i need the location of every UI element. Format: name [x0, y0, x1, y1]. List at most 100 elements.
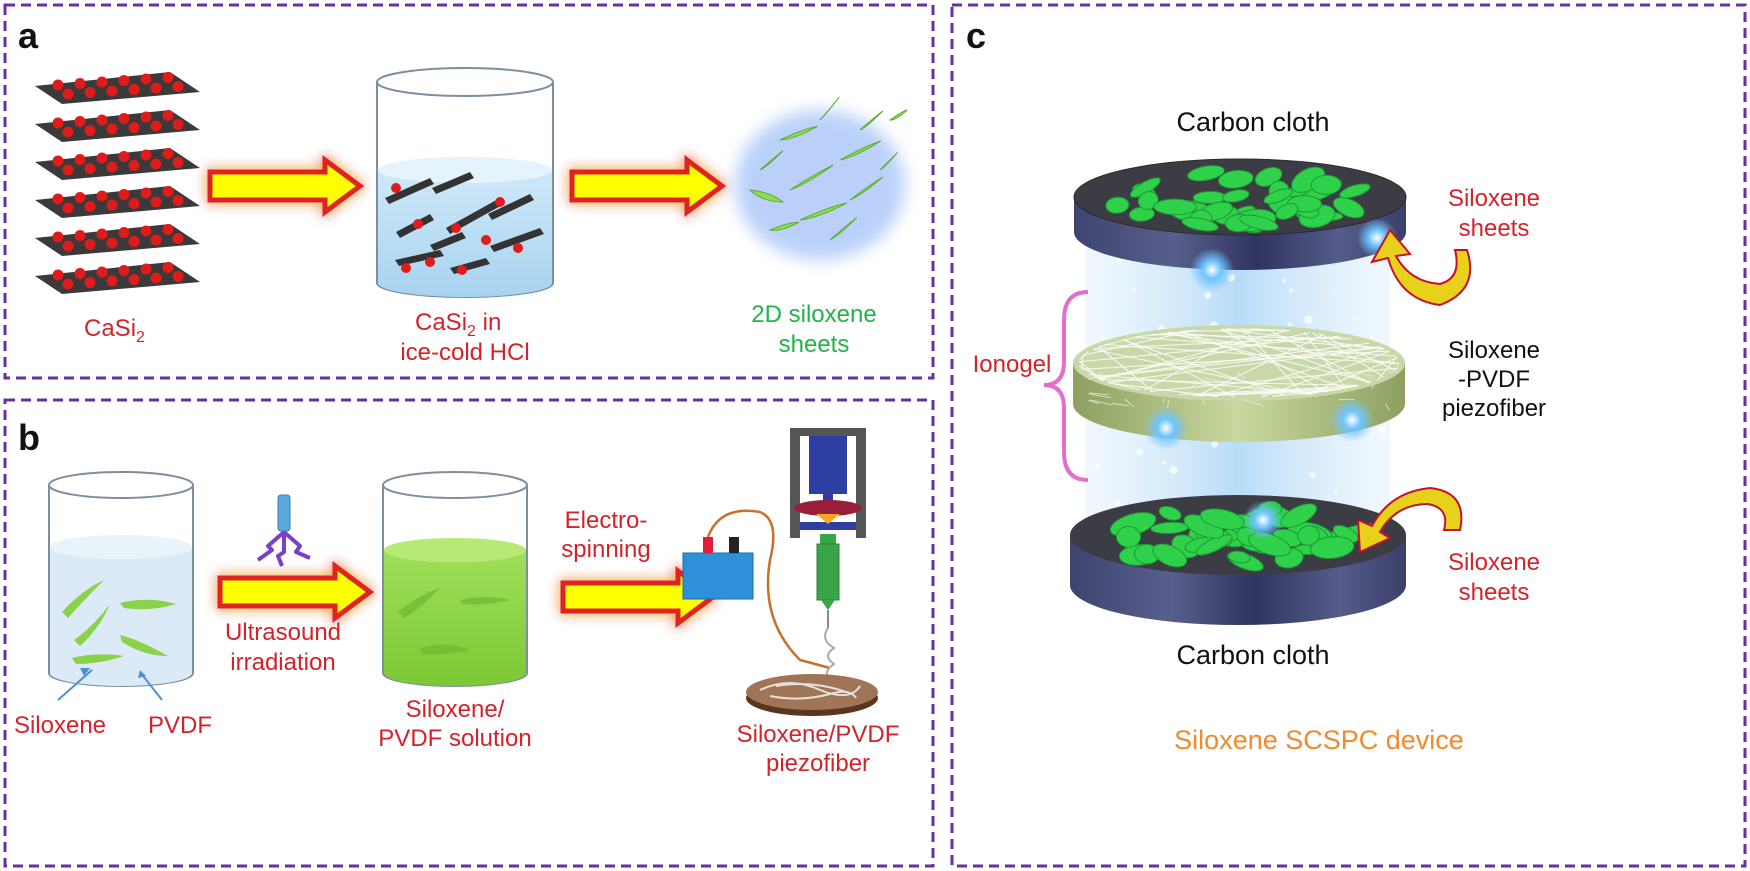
- silicon-sheet: [395, 250, 444, 266]
- spark: [1330, 398, 1374, 442]
- calcium-atom: [62, 202, 74, 214]
- piezofiber-strand: [1388, 371, 1395, 373]
- ultrasound-label-line2: irradiation: [230, 649, 335, 676]
- piezofiber-strand: [1162, 397, 1165, 404]
- siloxene-sheet: [1152, 543, 1188, 568]
- calcium-atom: [128, 122, 140, 133]
- siloxene-sheet: [888, 109, 908, 121]
- piezofiber-strand: [1221, 374, 1224, 379]
- arrow-a1: [210, 160, 360, 212]
- calcium-atom: [128, 236, 140, 247]
- piezofiber-strand: [1141, 377, 1144, 385]
- piezofiber-strand: [1098, 335, 1139, 348]
- siloxene-sheet: [1181, 217, 1219, 232]
- siloxene-sheet: [1137, 191, 1159, 210]
- pvdf-label: PVDF: [148, 712, 212, 739]
- ionogel-bubble: [1114, 500, 1122, 507]
- ionogel-bubble: [1282, 278, 1287, 283]
- siloxene-sheet: [1310, 536, 1355, 559]
- ionogel-bubble: [1099, 334, 1105, 340]
- calcium-atom: [118, 265, 130, 276]
- calcium-atom: [172, 233, 184, 244]
- siloxene-label: Siloxene: [14, 712, 106, 739]
- calcium-atom: [106, 237, 118, 249]
- calcium-atom: [172, 119, 184, 130]
- calcium-atom: [96, 152, 108, 164]
- calcium-atom: [162, 186, 174, 197]
- calcium-atom: [150, 196, 162, 208]
- piezofiber-label-line1: Siloxene/PVDF: [737, 721, 900, 748]
- ionogel-bubble: [1287, 322, 1292, 327]
- calcium-atom: [140, 187, 152, 199]
- top-carbon-cloth-label: Carbon cloth: [1176, 107, 1329, 137]
- siloxene-sheet: [1105, 196, 1130, 214]
- siloxene-sheet: [879, 151, 899, 171]
- siloxene-sheet: [1297, 525, 1320, 546]
- beaker-siloxene-pvdf: [48, 471, 194, 701]
- calcium-atom: [74, 192, 86, 203]
- calcium-atom: [140, 149, 152, 161]
- arrow-a2: [572, 160, 722, 212]
- piezofiber-strand: [1097, 331, 1311, 380]
- siloxene-sheet: [748, 189, 785, 203]
- siloxene-sheet: [1217, 169, 1254, 189]
- siloxene-sheet: [779, 125, 818, 141]
- calcium-atom: [106, 123, 118, 135]
- calcium-atom: [84, 163, 96, 174]
- siloxene-sheet: [789, 164, 834, 191]
- siloxene-sheet: [1275, 203, 1299, 220]
- panel-b-letter: b: [18, 417, 40, 458]
- ultrasound-label-line1: Ultrasound: [225, 619, 341, 646]
- piezofiber-strand: [1112, 402, 1130, 407]
- calcium-atom: [74, 230, 86, 241]
- siloxene-sheet: [1239, 214, 1279, 231]
- siloxene-sheet: [1227, 550, 1251, 564]
- siloxene-sheets-cluster: [735, 96, 908, 260]
- calcium-atom: [128, 198, 140, 209]
- piezofiber-strand: [1222, 328, 1385, 350]
- panel-a-frame: [3, 3, 935, 380]
- piezofiber-strand: [1088, 393, 1111, 399]
- calcium-atom: [84, 125, 96, 136]
- piezofiber-strand: [1149, 367, 1398, 392]
- casi2-label: CaSi2: [84, 315, 145, 346]
- piezofiber-label-line2-c: -PVDF: [1458, 366, 1530, 393]
- piezofiber-label-line2: piezofiber: [766, 750, 870, 777]
- calcium-atom: [150, 120, 162, 132]
- bottom-carbon-cloth-label: Carbon cloth: [1176, 640, 1329, 670]
- siloxene-sheet: [829, 217, 858, 241]
- siloxene-sheet: [1158, 505, 1182, 521]
- calcium-atom: [84, 87, 96, 98]
- calcium-atom: [128, 160, 140, 171]
- ionogel-bubble: [1353, 317, 1357, 321]
- calcium-atom: [52, 117, 64, 129]
- piezofiber-strand: [1104, 344, 1400, 365]
- beaker-hcl-label-line2: ice-cold HCl: [400, 339, 529, 366]
- piezofiber-strand: [1377, 356, 1398, 381]
- calcium-atom: [106, 85, 118, 97]
- casi2-layer: [35, 186, 200, 218]
- spark: [1190, 248, 1234, 292]
- calcium-atom: [84, 239, 96, 250]
- piezofiber-strand: [1090, 399, 1113, 406]
- collector-plate-icon: [746, 674, 878, 716]
- siloxene-sheet: [799, 202, 848, 221]
- piezofiber-strand: [1159, 374, 1162, 378]
- panel-a-letter: a: [18, 15, 39, 56]
- calcium-atom: [140, 225, 152, 237]
- siloxene-sheet: [1153, 198, 1198, 216]
- calcium-atom: [62, 88, 74, 100]
- piezofiber-strand: [1088, 399, 1100, 405]
- solution-label-line2: PVDF solution: [378, 725, 531, 752]
- ionogel-bubble: [1133, 287, 1137, 291]
- piezofiber-strand: [1296, 391, 1313, 397]
- ionogel-bubble: [1334, 288, 1338, 293]
- siloxene-sheet: [1339, 183, 1371, 199]
- piezofiber-strand: [1081, 350, 1389, 371]
- piezofiber-strand: [1312, 332, 1385, 378]
- spark: [1144, 406, 1188, 450]
- calcium-atom: [96, 76, 108, 88]
- ionogel-bubble: [1304, 315, 1314, 325]
- calcium-atom: [96, 266, 108, 278]
- calcium-atom: [150, 272, 162, 284]
